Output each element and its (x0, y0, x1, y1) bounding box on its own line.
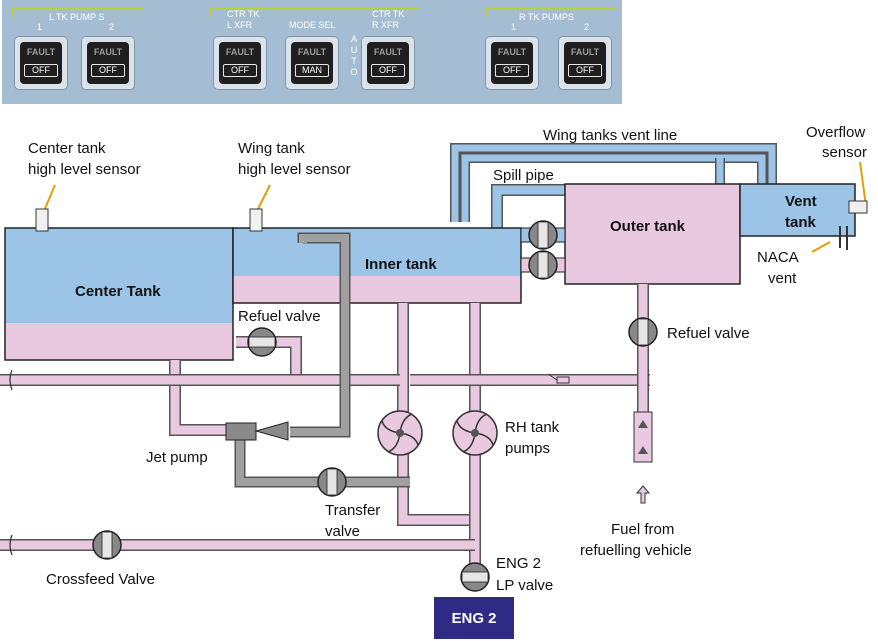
r-tk-pump-2-switch[interactable]: FAULT OFF (558, 36, 612, 90)
fault-light: FAULT (570, 47, 600, 57)
fault-light: FAULT (373, 47, 403, 57)
ctr-tk-r-xfr-switch[interactable]: FAULT OFF (361, 36, 415, 90)
mode-light: OFF (91, 64, 125, 77)
center-sensor-label-2: high level sensor (28, 161, 141, 178)
fault-light: FAULT (225, 47, 255, 57)
naca-label-1: NACA (757, 249, 799, 266)
eng2-lp-label-2: LP valve (496, 577, 553, 594)
vent-line-label: Wing tanks vent line (543, 127, 677, 144)
fault-light: FAULT (297, 47, 327, 57)
fuel-from-vehicle-arrow (635, 485, 651, 504)
l-tk-pumps-bracket (12, 8, 144, 17)
fuel-control-panel: L TK PUMP S 1 2 CTR TK L XFR MODE SEL CT… (2, 0, 622, 104)
jet-pump (225, 421, 289, 441)
engine-label: ENG 2 (451, 610, 496, 627)
fuel-from-label-2: refuelling vehicle (580, 542, 692, 559)
vent-tank-label-1: Vent (785, 193, 817, 210)
refuel-valve-left-label: Refuel valve (238, 308, 321, 325)
mode-light: OFF (24, 64, 58, 77)
r-pump-1-label: 1 (511, 22, 517, 32)
refuel-flow-arrow (547, 373, 570, 384)
pipe-break-marks (9, 369, 13, 556)
fuel-from-label-1: Fuel from (611, 521, 674, 538)
jet-pump-label: Jet pump (146, 449, 208, 466)
fault-light: FAULT (26, 47, 56, 57)
fault-light: FAULT (93, 47, 123, 57)
ctr-tk-left-label: CTR TK (227, 9, 260, 19)
r-tk-pump-1-switch[interactable]: FAULT OFF (485, 36, 539, 90)
center-tank-label: Center Tank (75, 283, 161, 300)
center-sensor-label-1: Center tank (28, 140, 106, 157)
crossfeed-valve-label: Crossfeed Valve (46, 571, 155, 588)
spill-pipe-label: Spill pipe (493, 167, 554, 184)
r-pump-2-label: 2 (584, 22, 590, 32)
refuel-valve-right-label: Refuel valve (667, 325, 750, 342)
wing-tanks-vent-line (450, 143, 777, 222)
mode-sel-label: MODE SEL (289, 20, 336, 30)
refuel-valve-right (628, 317, 658, 347)
center-tank-sensor (35, 184, 56, 232)
crossfeed-valve (92, 530, 122, 560)
l-tk-pumps-label: L TK PUMP S (49, 12, 105, 22)
transfer-valve (317, 467, 347, 497)
wing-tank-sensor (249, 184, 271, 232)
l-tk-pump-1-switch[interactable]: FAULT OFF (14, 36, 68, 90)
jet-pump-lines (234, 232, 410, 488)
refuel-valve-left (247, 327, 277, 357)
r-xfr-label: R XFR (372, 20, 399, 30)
refuel-coupling (633, 411, 653, 463)
spill-pipe (491, 184, 575, 240)
fuel-pipes (0, 284, 650, 570)
l-pump-2-label: 2 (109, 22, 115, 32)
rh-pumps-label-1: RH tank (505, 419, 560, 436)
wing-sensor-label-1: Wing tank (238, 140, 305, 157)
l-pump-1-label: 1 (37, 22, 43, 32)
naca-vent (811, 226, 848, 253)
rh-tank-pump-1 (377, 410, 423, 456)
wing-sensor-label-2: high level sensor (238, 161, 351, 178)
inner-outer-valve-lower (528, 250, 558, 280)
mode-light: MAN (295, 64, 329, 77)
mode-sel-switch[interactable]: FAULT MAN (285, 36, 339, 90)
r-tk-pumps-bracket (486, 8, 618, 17)
transfer-valve-label-2: valve (325, 523, 360, 540)
mode-light: OFF (371, 64, 405, 77)
overflow-sensor (848, 161, 868, 214)
overflow-sensor-label-1: Overflow (806, 124, 865, 141)
naca-label-2: vent (768, 270, 797, 287)
transfer-valve-label-1: Transfer (325, 502, 380, 519)
eng2-lp-label-1: ENG 2 (496, 555, 541, 572)
rh-tank-pump-2 (452, 410, 498, 456)
r-tk-pumps-label: R TK PUMPS (519, 12, 574, 22)
ctr-tk-bracket (210, 8, 420, 17)
overflow-sensor-label-2: sensor (822, 144, 867, 161)
engine-box (434, 597, 514, 639)
outer-tank-label: Outer tank (610, 218, 686, 235)
inner-tank-label: Inner tank (365, 256, 437, 273)
l-xfr-label: L XFR (227, 20, 253, 30)
mode-light: OFF (568, 64, 602, 77)
vent-tank (739, 183, 856, 237)
ctr-tk-l-xfr-switch[interactable]: FAULT OFF (213, 36, 267, 90)
ctr-tk-right-label: CTR TK (372, 9, 405, 19)
inner-tank (232, 227, 522, 304)
mode-light: OFF (495, 64, 529, 77)
inner-outer-valve-upper (528, 220, 558, 250)
vent-tank-label-2: tank (785, 214, 817, 231)
fault-light: FAULT (497, 47, 527, 57)
rh-pumps-label-2: pumps (505, 440, 550, 457)
l-tk-pump-2-switch[interactable]: FAULT OFF (81, 36, 135, 90)
eng2-lp-valve (460, 562, 490, 592)
mode-light: OFF (223, 64, 257, 77)
